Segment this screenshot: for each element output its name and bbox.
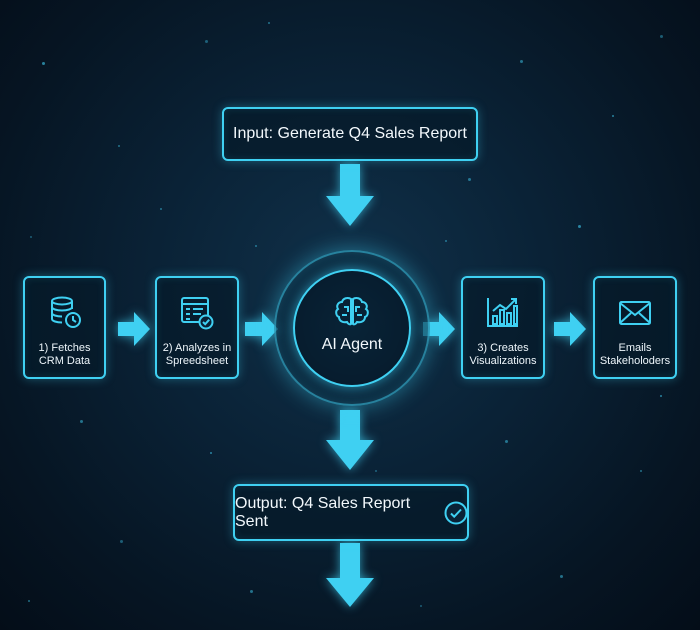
envelope-icon <box>619 301 651 325</box>
step-label: 2) Analyzes in Spreedsheet <box>162 342 232 367</box>
input-box: Input: Generate Q4 Sales Report <box>222 107 478 161</box>
ai-agent-inner-ring: AI Agent <box>293 269 411 387</box>
arrow-input-to-agent <box>326 164 374 226</box>
brain-icon <box>335 297 369 326</box>
step-label: 3) Creates Visualizations <box>469 342 537 367</box>
step-label: 1) Fetches CRM Data <box>38 342 91 367</box>
database-clock-icon <box>50 296 81 328</box>
arrow-agent-to-output <box>326 410 374 470</box>
ai-agent-node: AI Agent <box>274 250 430 406</box>
arrow-step3-to-step4 <box>554 312 586 346</box>
step-label: Emails Stakeholoders <box>599 342 671 367</box>
ai-agent-label: AI Agent <box>321 336 383 353</box>
step-analyze-spreadsheet: 2) Analyzes in Spreedsheet <box>155 276 239 379</box>
input-label: Input: Generate Q4 Sales Report <box>233 125 467 142</box>
output-box: Output: Q4 Sales Report Sent <box>233 484 469 541</box>
spreadsheet-check-icon <box>181 297 214 330</box>
arrow-step2-to-agent <box>245 312 278 346</box>
step-create-visualizations: 3) Creates Visualizations <box>461 276 545 379</box>
check-circle-icon <box>444 501 468 525</box>
arrow-output-down <box>326 543 374 607</box>
step-email-stakeholders: Emails Stakeholoders <box>593 276 677 379</box>
arrow-step1-to-step2 <box>118 312 150 346</box>
output-label: Output: Q4 Sales Report Sent <box>235 494 411 530</box>
step-fetch-crm: 1) Fetches CRM Data <box>23 276 106 379</box>
bar-chart-icon <box>487 298 518 327</box>
arrow-agent-to-step3 <box>423 312 455 346</box>
